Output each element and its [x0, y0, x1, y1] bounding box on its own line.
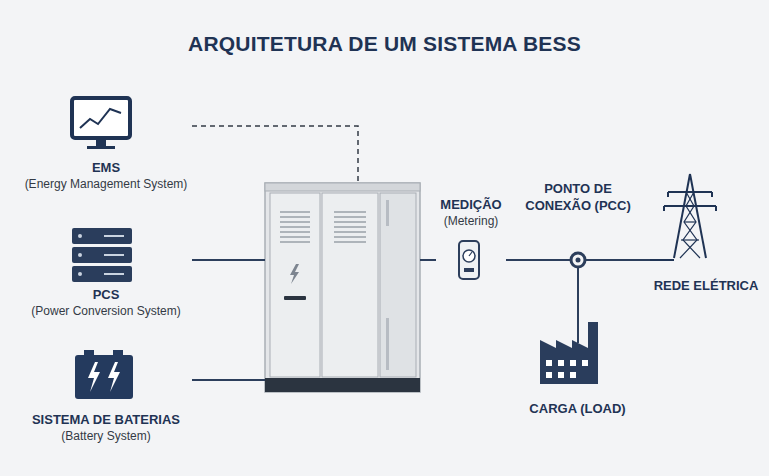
- control-link: [192, 126, 358, 183]
- battery-node: SISTEMA DE BATERIAS(Battery System): [20, 350, 192, 445]
- node-label: MEDIÇÃO: [440, 196, 501, 213]
- node-label: CARGA (LOAD): [529, 400, 625, 417]
- power-line: [506, 259, 523, 261]
- power-line: [192, 259, 265, 261]
- power-line: [633, 259, 650, 261]
- pcs-node: PCS(Power Conversion System): [20, 225, 192, 320]
- load-node: CARGA (LOAD): [515, 325, 640, 417]
- power-line: [577, 268, 579, 325]
- junction-symbol: [523, 253, 633, 268]
- ems-node: EMS(Energy Management System): [20, 95, 192, 193]
- monitor-icon: [72, 98, 130, 149]
- node-label: PONTO DE CONEXÃO (PCC): [523, 180, 633, 214]
- power-line: [420, 259, 436, 261]
- meter-icon: [459, 241, 479, 279]
- server-icon: [72, 228, 132, 282]
- pcc-node: PONTO DE CONEXÃO (PCC): [523, 180, 633, 268]
- node-sublabel: (Battery System): [61, 428, 150, 445]
- node-label: PCS: [93, 286, 120, 303]
- node-label: REDE ELÉTRICA: [654, 277, 759, 294]
- meter-node: MEDIÇÃO(Metering): [436, 196, 506, 284]
- tower-symbol: [650, 174, 716, 260]
- power-line: [192, 379, 265, 381]
- node-label: SISTEMA DE BATERIAS: [32, 411, 180, 428]
- bess-cabinet: [265, 183, 420, 392]
- battery-icon: [75, 350, 133, 399]
- node-sublabel: (Power Conversion System): [31, 303, 180, 320]
- diagram-title: ARQUITETURA DE UM SISTEMA BESS: [0, 32, 769, 56]
- grid-node: REDE ELÉTRICA: [650, 172, 762, 294]
- factory-icon: [540, 322, 598, 384]
- node-sublabel: (Energy Management System): [25, 176, 188, 193]
- node-sublabel: (Metering): [444, 213, 499, 230]
- node-label: EMS: [92, 159, 120, 176]
- cabinet-node: [265, 183, 420, 392]
